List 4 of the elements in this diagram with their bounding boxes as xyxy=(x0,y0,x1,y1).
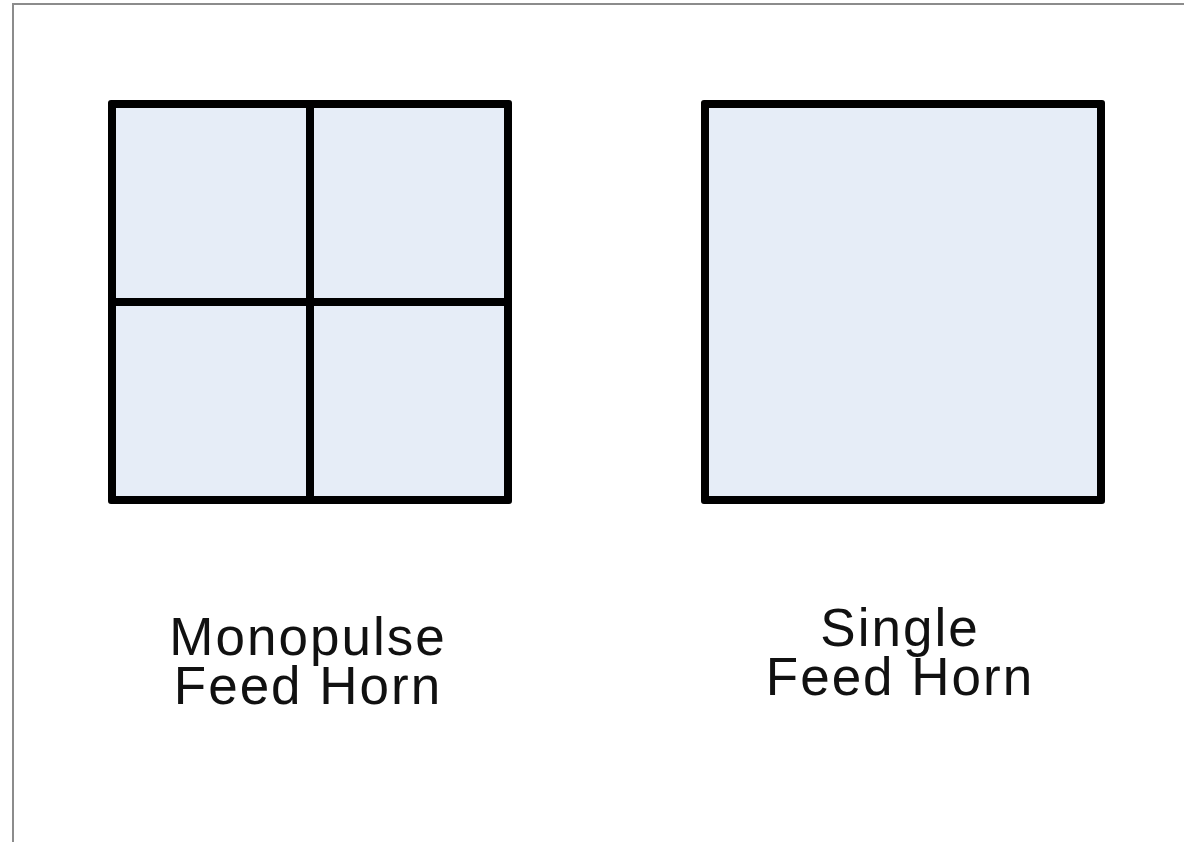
node-label: Single Feed Horn xyxy=(764,603,1036,701)
horn-aperture-square xyxy=(701,100,1105,504)
horn-aperture-square xyxy=(108,100,512,504)
node-label: Monopulse Feed Horn xyxy=(168,612,448,710)
